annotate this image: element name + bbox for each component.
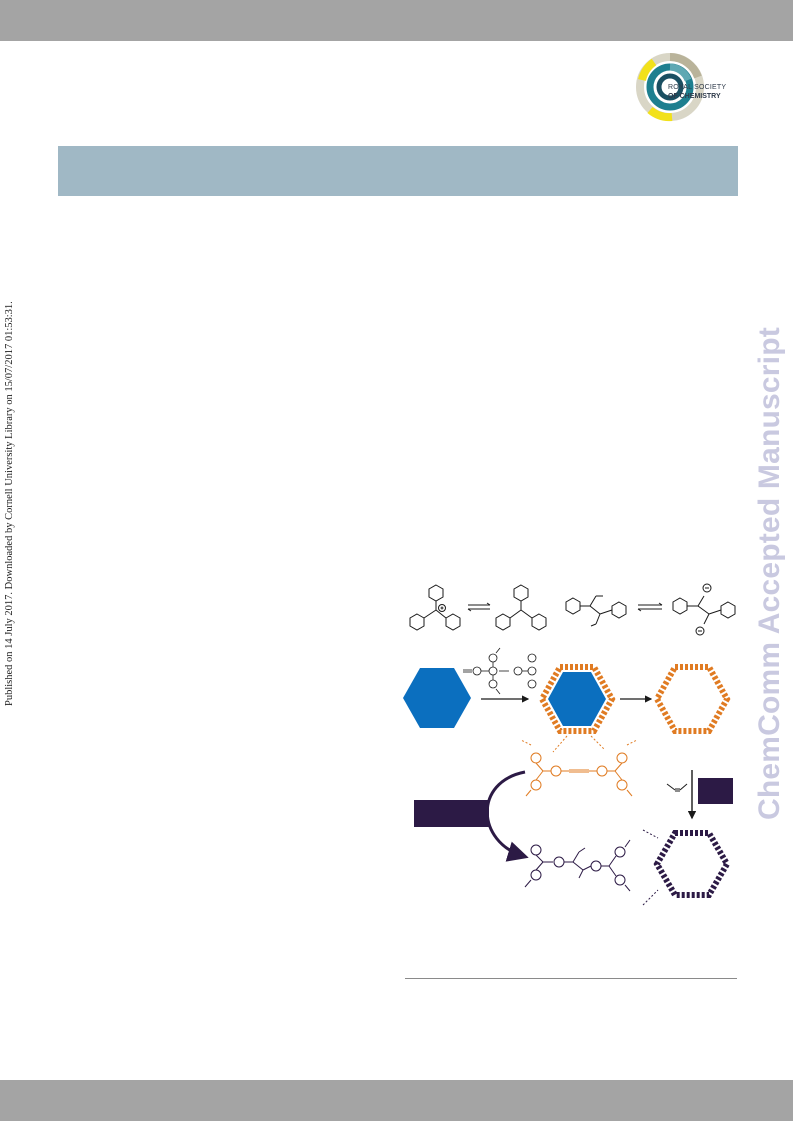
accepted-manuscript-watermark: ChemComm Accepted Manuscript	[753, 327, 786, 820]
coated-template-blue-core	[548, 672, 606, 726]
rsc-logo-text: ROYAL SOCIETY OF CHEMISTRY	[668, 83, 726, 101]
tetraphenylethylene-structure	[565, 595, 627, 627]
alkyne-building-blocks	[463, 647, 537, 695]
hollow-orange-capsule	[653, 664, 731, 734]
rsc-logo	[632, 50, 742, 125]
coated-template-orange-shell	[538, 664, 616, 734]
figure-caption-rule	[405, 978, 737, 979]
conversion-label-box	[414, 800, 489, 827]
reductant-structure	[666, 783, 688, 792]
reduction-label-box	[698, 778, 733, 804]
download-provenance-note: Published on 14 July 2017. Downloaded by…	[4, 301, 15, 706]
top-bar	[0, 0, 793, 41]
dianion-structure	[672, 583, 736, 636]
orange-monomer-structure	[525, 752, 633, 797]
conversion-curved-arrow	[485, 770, 529, 862]
equilibrium-arrow-2	[637, 602, 663, 612]
bottom-bar	[0, 1080, 793, 1121]
trityl-cation-structure	[409, 584, 461, 631]
hollow-purple-capsule	[653, 830, 731, 898]
logo-line-1: ROYAL SOCIETY	[668, 84, 727, 91]
purple-monomer-structure	[524, 839, 631, 892]
equilibrium-arrow-1	[467, 602, 491, 612]
trityl-radical-structure	[495, 584, 547, 631]
logo-line-2: OF CHEMISTRY	[668, 93, 721, 100]
scheme-graphic	[403, 583, 736, 906]
orange-tether-lines	[520, 735, 638, 753]
blue-template-hexagon	[403, 668, 471, 728]
scheme-figure	[395, 560, 745, 960]
rsc-logo-mark	[636, 53, 704, 122]
article-type-banner	[58, 146, 738, 196]
purple-tether-lines	[642, 829, 659, 906]
